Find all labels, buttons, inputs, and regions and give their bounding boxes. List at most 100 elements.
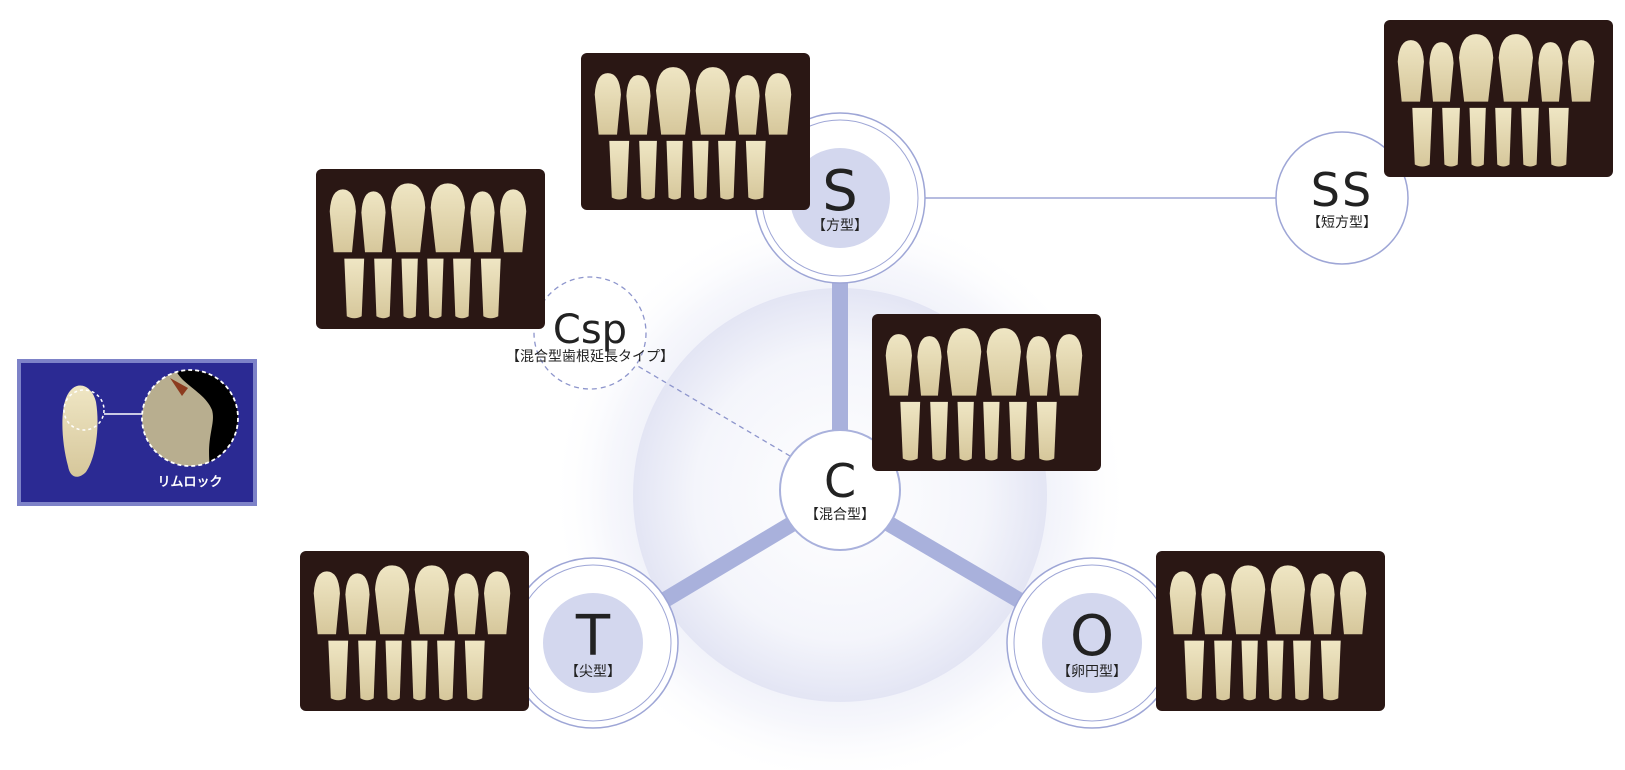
upper-tooth <box>1429 42 1454 102</box>
node-t-letter: T <box>575 604 611 669</box>
lower-tooth <box>480 258 501 319</box>
upper-tooth <box>1397 40 1424 102</box>
node-s-letter: S <box>822 159 858 224</box>
node-c: C 【混合型】 <box>779 429 901 551</box>
lower-tooth <box>453 258 471 319</box>
rim-lock-detail <box>175 370 238 466</box>
node-o-sub: 【卵円型】 <box>1057 664 1127 680</box>
lower-tooth <box>1214 640 1232 701</box>
tooth-photo-ss <box>1384 20 1613 177</box>
upper-tooth <box>484 571 511 635</box>
lower-tooth <box>957 401 974 461</box>
lower-tooth <box>1009 401 1027 461</box>
lower-tooth <box>718 140 736 200</box>
node-csp-letter: Csp <box>553 307 627 353</box>
lower-tooth <box>1548 107 1569 167</box>
upper-tooth <box>947 328 982 396</box>
upper-tooth <box>626 75 651 135</box>
upper-tooth <box>594 73 621 135</box>
lower-tooth <box>1412 107 1433 167</box>
node-c-letter: C <box>824 454 856 508</box>
lower-tooth <box>328 640 349 701</box>
upper-tooth <box>765 73 792 135</box>
lower-tooth <box>427 258 444 319</box>
tooth-photo-csp <box>316 169 545 329</box>
upper-tooth <box>500 189 527 253</box>
lower-tooth <box>1442 107 1460 167</box>
lower-tooth <box>930 401 948 461</box>
lower-tooth <box>411 640 428 701</box>
upper-tooth <box>1056 334 1083 396</box>
lower-tooth <box>1184 640 1205 701</box>
upper-tooth <box>329 189 356 253</box>
upper-tooth <box>1568 40 1595 102</box>
lower-tooth <box>1267 640 1284 701</box>
node-o: O 【卵円型】 <box>1006 557 1178 729</box>
lower-tooth <box>745 140 766 200</box>
tooth-photo-s <box>581 53 810 210</box>
lower-tooth <box>1521 107 1539 167</box>
node-csp-sub: 【混合型歯根延長タイプ】 <box>506 349 674 365</box>
node-t-sub: 【尖型】 <box>565 664 621 680</box>
connector-c-csp <box>635 364 791 457</box>
upper-tooth <box>1498 34 1533 102</box>
node-csp: Csp 【混合型歯根延長タイプ】 <box>506 276 674 390</box>
upper-tooth <box>430 183 465 253</box>
upper-tooth <box>917 336 942 396</box>
tooth-photos <box>300 20 1613 711</box>
upper-tooth <box>361 191 386 253</box>
upper-tooth <box>1459 34 1494 102</box>
tooth-photo-o <box>1156 551 1385 711</box>
upper-tooth <box>1169 571 1196 635</box>
lower-tooth <box>344 258 365 319</box>
upper-tooth <box>470 191 495 253</box>
lower-tooth <box>374 258 392 319</box>
upper-tooth <box>1231 565 1266 635</box>
lower-tooth <box>1469 107 1486 167</box>
lower-tooth <box>401 258 418 319</box>
upper-tooth <box>1340 571 1367 635</box>
node-ss: SS 【短方型】 <box>1275 131 1409 265</box>
upper-tooth <box>695 67 730 135</box>
lower-tooth <box>666 140 683 200</box>
upper-tooth <box>391 183 426 253</box>
lower-tooth <box>1293 640 1311 701</box>
lower-tooth <box>692 140 709 200</box>
lower-tooth <box>437 640 455 701</box>
node-c-sub: 【混合型】 <box>805 507 875 523</box>
upper-tooth <box>885 334 912 396</box>
upper-tooth <box>1026 336 1051 396</box>
upper-tooth <box>735 75 760 135</box>
node-ss-letter: SS <box>1311 163 1373 217</box>
lower-tooth <box>609 140 630 200</box>
lower-tooth <box>1320 640 1341 701</box>
upper-tooth <box>1270 565 1305 635</box>
upper-tooth <box>345 573 370 635</box>
lower-tooth <box>1241 640 1258 701</box>
lower-tooth <box>639 140 657 200</box>
upper-tooth <box>1538 42 1563 102</box>
upper-tooth <box>1310 573 1335 635</box>
node-s-sub: 【方型】 <box>812 218 868 234</box>
upper-tooth <box>375 565 410 635</box>
upper-tooth <box>986 328 1021 396</box>
upper-tooth <box>313 571 340 635</box>
lower-tooth <box>464 640 485 701</box>
lower-tooth <box>385 640 402 701</box>
single-tooth-image <box>62 385 98 477</box>
upper-tooth <box>454 573 479 635</box>
zoom-source-circle <box>63 389 105 431</box>
lower-tooth <box>900 401 921 461</box>
lower-tooth <box>983 401 1000 461</box>
upper-tooth <box>414 565 449 635</box>
rimlock-panel: リムロック <box>17 359 257 506</box>
upper-tooth <box>656 67 691 135</box>
lower-tooth <box>358 640 376 701</box>
lower-tooth <box>1036 401 1057 461</box>
zoom-detail-circle <box>141 369 239 467</box>
rimlock-label: リムロック <box>157 475 222 490</box>
tooth-photo-t <box>300 551 529 711</box>
node-ss-sub: 【短方型】 <box>1307 215 1377 231</box>
upper-tooth <box>1201 573 1226 635</box>
node-o-letter: O <box>1070 604 1114 669</box>
